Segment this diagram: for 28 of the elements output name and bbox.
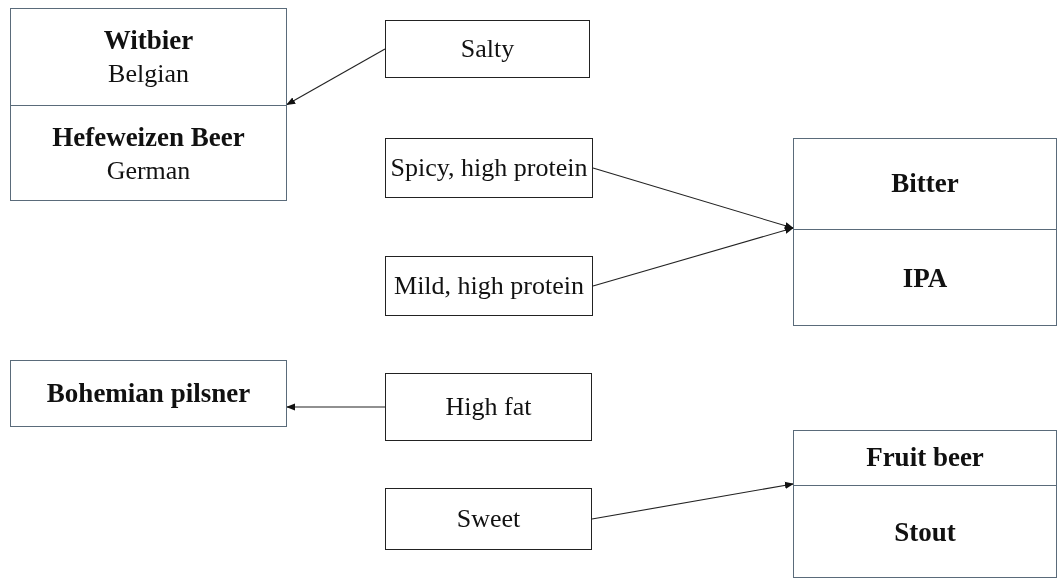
arrow [286,48,386,106]
beer-name: Witbier [103,23,194,57]
table-box [793,138,1057,326]
food-label: Salty [460,32,515,65]
food-label: High fat [445,390,532,423]
origin-text: German [106,154,191,187]
food-label: Spicy, high protein [390,151,588,184]
food-box [385,256,593,316]
arrow [592,167,794,230]
food-label: Mild, high protein [394,269,584,302]
beer-name: Hefeweizen Beer [52,120,245,154]
food-box [385,20,590,78]
beer-name: Bohemian pilsner [46,376,251,410]
food-box [385,488,592,550]
arrow [286,403,386,411]
arrow [592,226,794,287]
beer-name: Stout [894,515,956,549]
beer-name: Fruit beer [866,441,984,475]
food-box [385,138,593,198]
food-box [385,373,592,441]
table-box [10,8,287,201]
table-box [793,430,1057,578]
origin-text: Belgian [108,57,189,90]
beer-name: IPA [902,261,948,295]
arrow [591,481,794,520]
beer-name: Bitter [891,167,959,201]
food-label: Sweet [456,502,521,535]
beer-box [10,360,287,427]
